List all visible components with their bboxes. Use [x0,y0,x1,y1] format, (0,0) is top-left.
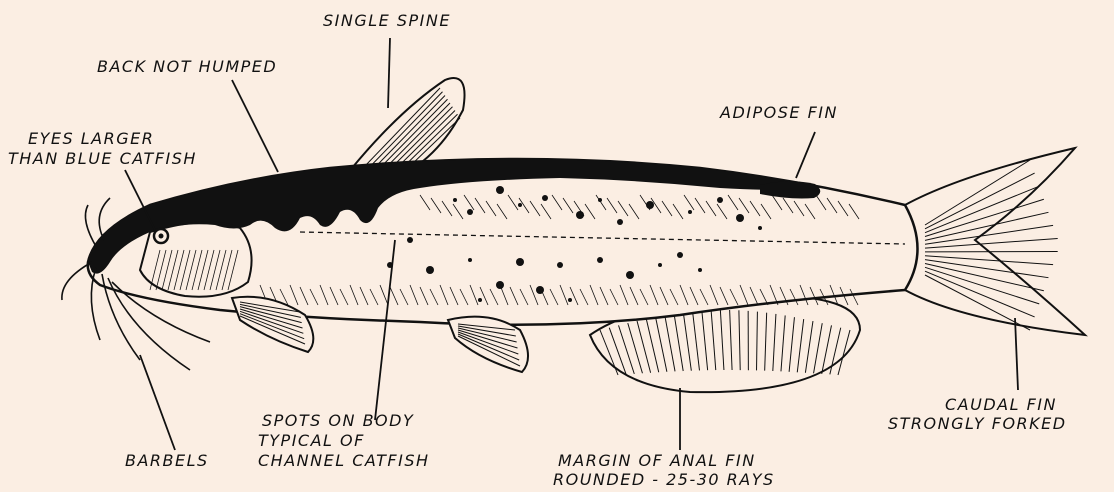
body-spot [496,186,504,194]
body-spot [688,210,692,214]
body-spot [698,268,702,272]
body-spot [496,281,504,289]
label-spots-line1: SPOTS ON BODY [262,412,414,430]
body-spot [426,266,434,274]
body-spot [478,298,482,302]
body-spot [617,219,623,225]
body-spot [576,211,584,219]
body-spot [568,298,572,302]
label-eyes-line2: THAN BLUE CATFISH [8,150,197,168]
body-spot [646,201,654,209]
label-back-not-humped: BACK NOT HUMPED [97,58,277,76]
body-spot [407,237,413,243]
label-spots-line2: TYPICAL OF [258,432,365,450]
label-spots-line3: CHANNEL CATFISH [258,452,430,470]
label-barbels: BARBELS [125,452,209,470]
body-spot [677,252,683,258]
body-spot [598,198,602,202]
label-anal-line1: MARGIN OF ANAL FIN [558,452,756,470]
body-spot [626,271,634,279]
body-spot [453,198,457,202]
body-spot [758,226,762,230]
body-spot [557,262,563,268]
label-eyes-line1: EYES LARGER [28,130,154,148]
body-spot [516,258,524,266]
body-spot [597,257,603,263]
body-spot [736,214,744,222]
label-single-spine: SINGLE SPINE [323,12,451,30]
body-spot [542,195,548,201]
label-caudal-line1: CAUDAL FIN [945,396,1057,414]
label-anal-line2: ROUNDED - 25-30 RAYS [553,471,775,489]
dorsal-fin [352,78,465,168]
label-caudal-line2: STRONGLY FORKED [888,415,1067,433]
body-spot [536,286,544,294]
body-spot [518,203,522,207]
body-spot [467,209,473,215]
caudal-fin [905,148,1085,335]
label-adipose-fin: ADIPOSE FIN [720,104,838,122]
body-spot [717,197,723,203]
body-spot [658,263,662,267]
body-spot [468,258,472,262]
